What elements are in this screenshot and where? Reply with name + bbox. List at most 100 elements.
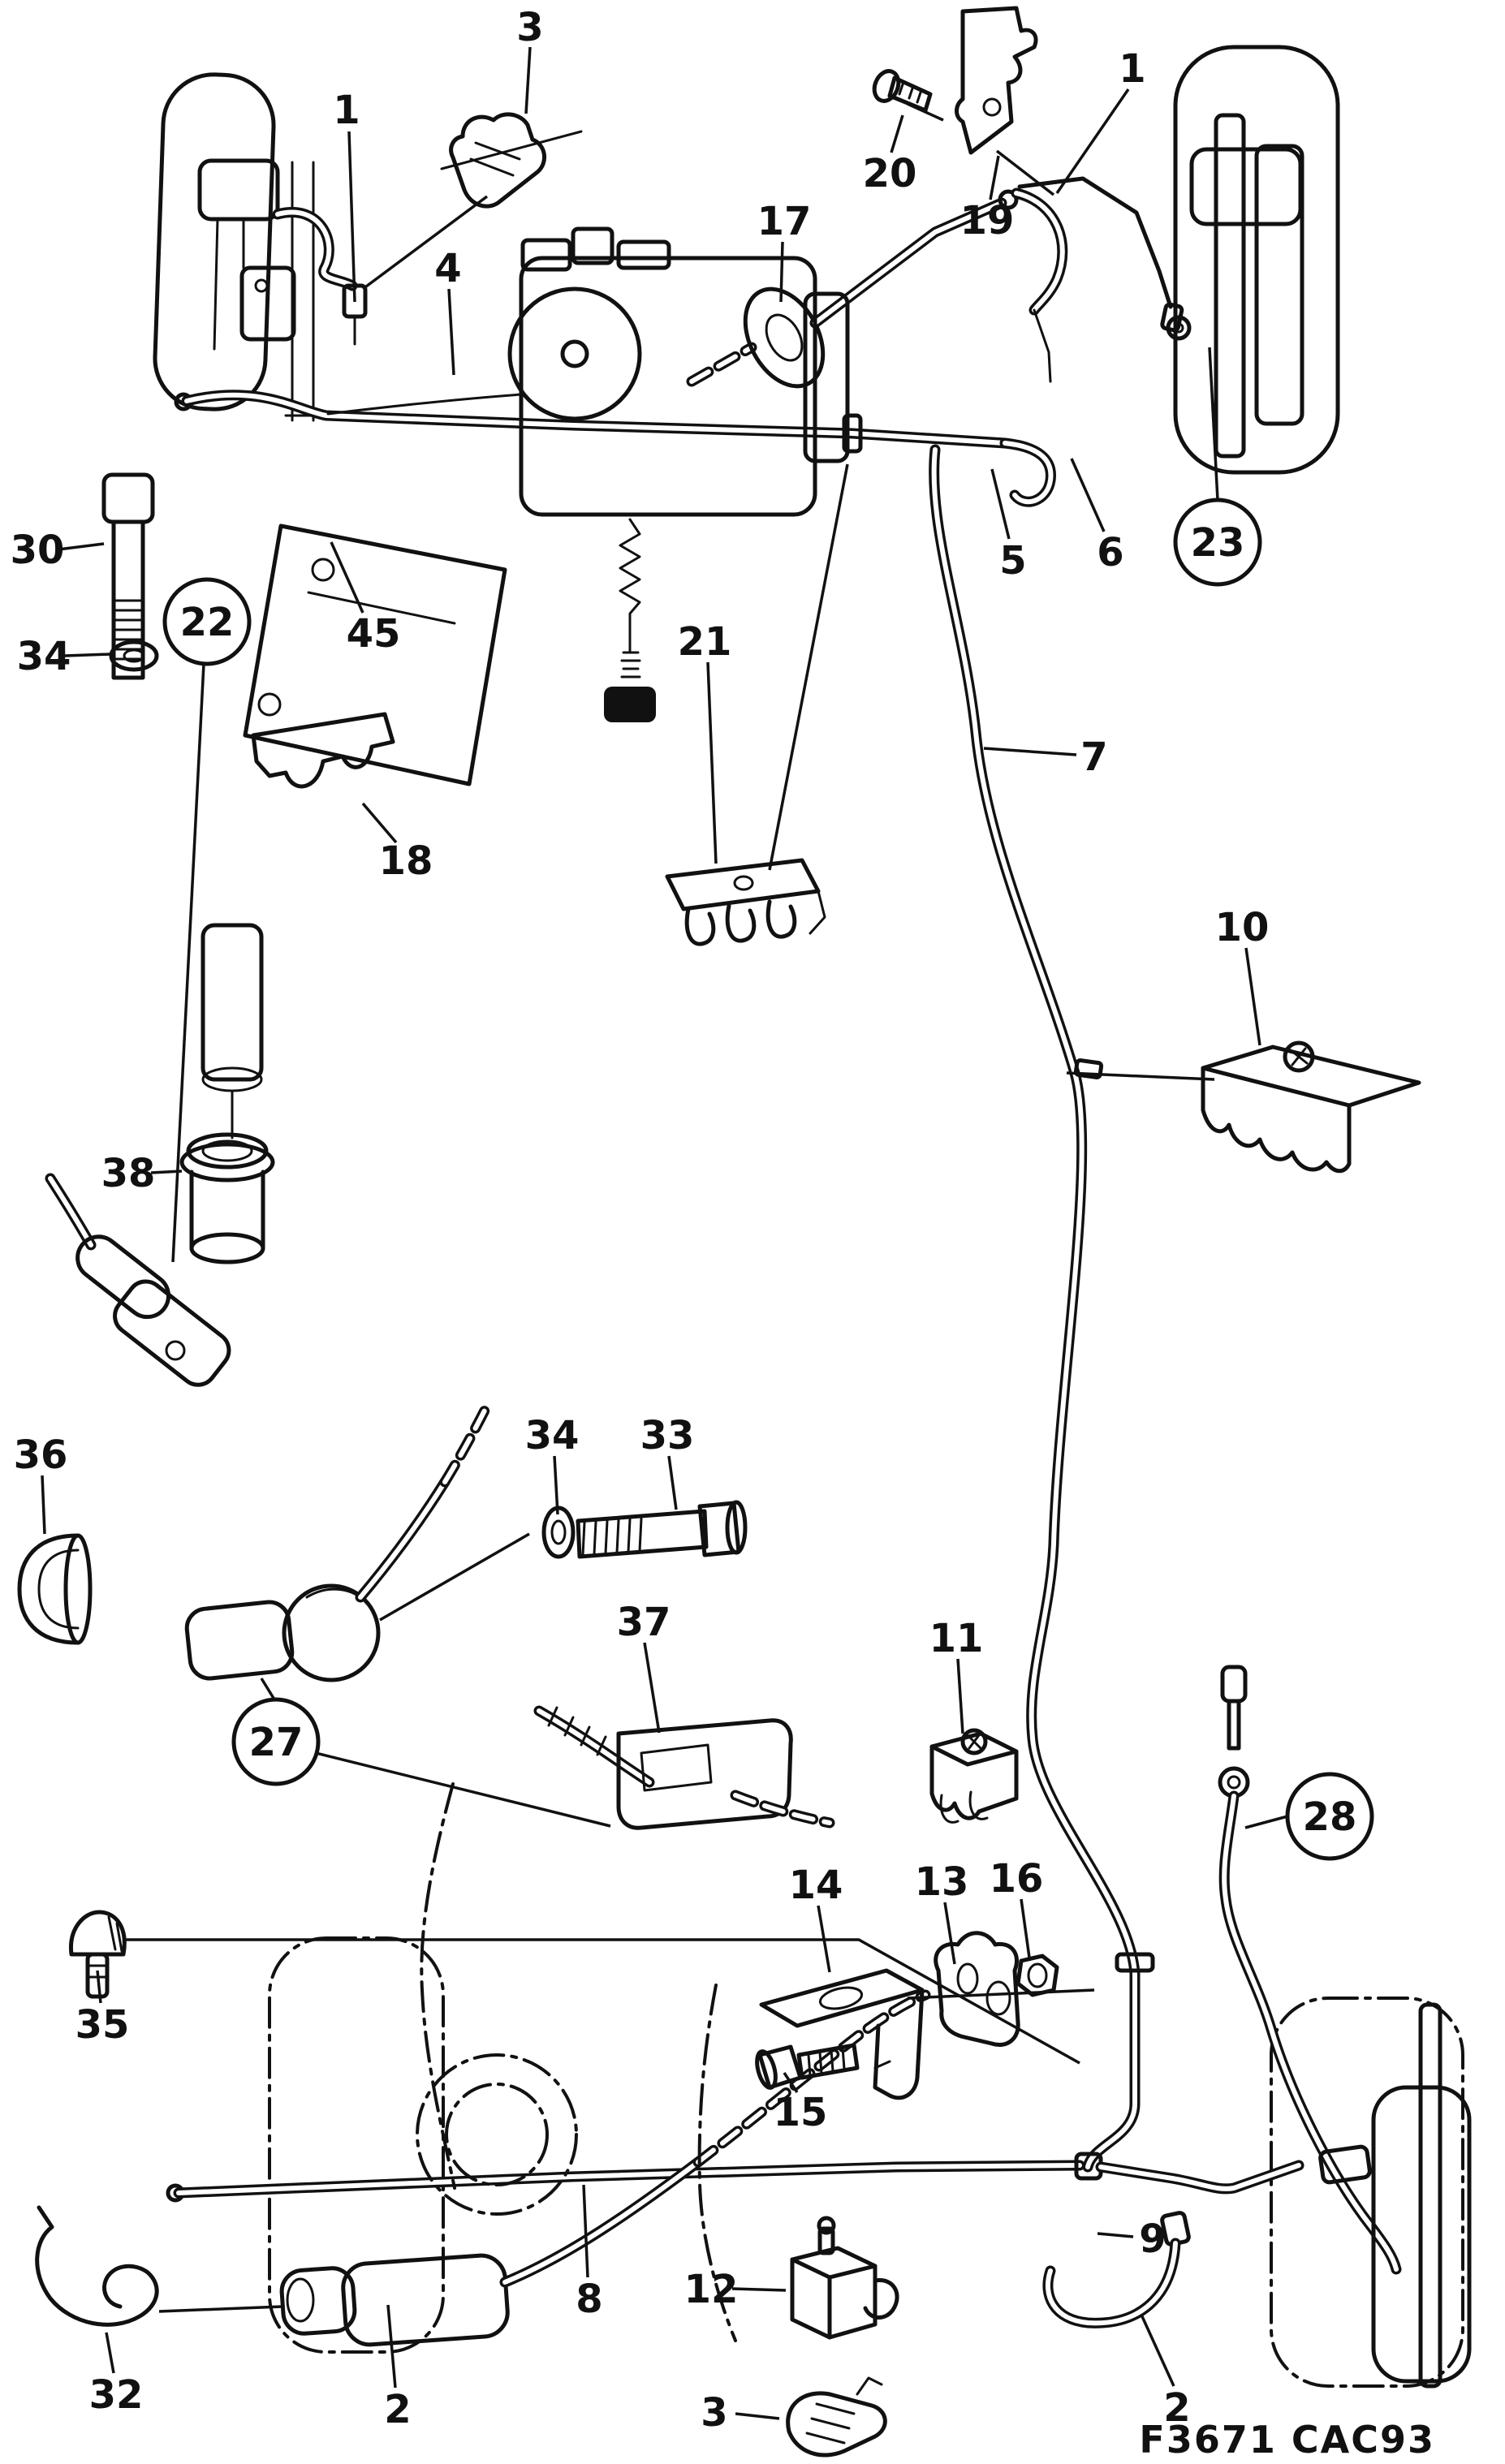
leader-line-45 xyxy=(330,541,364,614)
leader-line-22 xyxy=(171,663,205,1263)
figure-code: F3671 CAC93 xyxy=(1139,2418,1435,2462)
speed-sensor-27 xyxy=(184,1397,494,1682)
callout-label: 5 xyxy=(999,538,1026,584)
pipe-core xyxy=(176,2163,1082,2195)
pipe-core xyxy=(696,1992,928,2165)
callout-32-31: 32 xyxy=(89,2372,144,2418)
callout-34-11: 34 xyxy=(17,634,71,679)
rear-right-tire xyxy=(1270,1997,1464,2388)
callout-circle xyxy=(1285,1772,1374,1861)
callout-10-17: 10 xyxy=(1215,905,1270,950)
callout-label: 34 xyxy=(525,1413,580,1458)
leader-line-34 xyxy=(553,1455,559,1515)
leader-line-35 xyxy=(96,1970,102,2004)
callout-label: 34 xyxy=(17,634,71,679)
leader-line-2 xyxy=(386,2304,397,2389)
leader-line-3 xyxy=(524,46,532,114)
leader-line-10 xyxy=(1244,947,1261,1046)
leader-line-28 xyxy=(1244,1815,1288,1829)
leader-line-2 xyxy=(1140,2314,1175,2387)
callout-label: 12 xyxy=(684,2267,739,2312)
callout-16-28: 16 xyxy=(990,1856,1044,1902)
pipe-clip-10 xyxy=(1201,1040,1421,1174)
leader-lines xyxy=(41,46,1288,2420)
callout-label: 15 xyxy=(774,2090,828,2135)
body-reference-lines xyxy=(416,1782,737,2342)
leader-line-37 xyxy=(643,1642,661,1734)
leader-line-8 xyxy=(582,2184,589,2278)
callout-label: 22 xyxy=(180,600,235,645)
callout-label: 9 xyxy=(1139,2216,1166,2262)
main-brake-pipe-7 xyxy=(929,444,1155,2173)
pipe-core xyxy=(689,345,754,384)
callout-label: 16 xyxy=(990,1856,1044,1902)
callout-38-18: 38 xyxy=(101,1151,156,1196)
diagram-artwork xyxy=(17,6,1472,2458)
callout-19-5: 19 xyxy=(960,198,1015,243)
callout-14-26: 14 xyxy=(789,1863,843,1908)
leader-line-14 xyxy=(817,1905,831,1973)
pipe-core xyxy=(733,1793,832,1825)
callout-circle xyxy=(162,577,252,666)
bracket-14 xyxy=(759,1968,925,2100)
callout-label: 1 xyxy=(333,88,360,133)
leader-line-30 xyxy=(58,542,105,551)
callout-45-13: 45 xyxy=(347,611,401,657)
pipe-core xyxy=(1014,191,1065,312)
cap-36 xyxy=(17,1533,93,1645)
callout-2-37: 2 xyxy=(1163,2385,1190,2431)
callout-23-7: 23 xyxy=(1173,498,1262,587)
callout-label: 3 xyxy=(516,5,543,50)
callout-28-25: 28 xyxy=(1285,1772,1374,1861)
mounting-plate xyxy=(243,523,507,786)
leader-line-3 xyxy=(735,2412,780,2420)
leader-line-9 xyxy=(1097,2232,1134,2238)
clip-3-top xyxy=(440,112,583,209)
callout-21-15: 21 xyxy=(678,619,732,665)
callout-7-16: 7 xyxy=(1080,734,1107,780)
clamp-37 xyxy=(533,1705,835,1830)
leader-line-1 xyxy=(1055,88,1130,194)
callout-20-4: 20 xyxy=(863,151,917,196)
pipe-core xyxy=(1003,441,1054,505)
front-right-caliper xyxy=(1189,113,1304,459)
callout-18-14: 18 xyxy=(379,838,433,884)
front-brake-pipes xyxy=(174,176,1192,507)
callout-label: 45 xyxy=(347,611,401,657)
rubber-foot xyxy=(604,687,656,722)
rear-right-sensor-line-28 xyxy=(1218,1665,1402,2275)
pipe-core xyxy=(813,200,1004,325)
leader-line-36 xyxy=(41,1475,46,1535)
callout-2-36: 2 xyxy=(384,2387,411,2432)
pipe-core xyxy=(358,1480,447,1600)
washer-34-lower xyxy=(541,1506,576,1559)
spring xyxy=(619,518,641,653)
leader-line-11 xyxy=(956,1658,964,1734)
bolt-33 xyxy=(576,1500,748,1559)
callout-8-32: 8 xyxy=(576,2277,602,2322)
callout-label: 11 xyxy=(929,1616,984,1661)
speed-sensor-upper xyxy=(45,923,264,1387)
callout-circle xyxy=(231,1697,321,1786)
callout-33-21: 33 xyxy=(640,1413,695,1458)
callout-34-20: 34 xyxy=(525,1413,580,1458)
bolt-15 xyxy=(755,2043,860,2090)
callout-label: 36 xyxy=(14,1432,68,1478)
leader-line-34 xyxy=(64,653,111,657)
callout-label: 23 xyxy=(1191,520,1245,566)
callout-label: 3 xyxy=(701,2390,727,2436)
callout-4-2: 4 xyxy=(434,246,461,291)
pipe-core xyxy=(48,1176,93,1247)
callout-label: 4 xyxy=(434,246,461,291)
pipe-core xyxy=(1098,2163,1301,2191)
callout-label: 32 xyxy=(89,2372,144,2418)
callout-label: 28 xyxy=(1303,1794,1357,1840)
callout-3-0: 3 xyxy=(516,5,543,50)
leader-line-20 xyxy=(890,114,904,153)
screw-20 xyxy=(872,69,933,113)
callout-label: 14 xyxy=(789,1863,843,1908)
pipe-core xyxy=(1045,2241,1178,2326)
callout-label: 8 xyxy=(576,2277,602,2322)
callout-label: 30 xyxy=(11,528,65,573)
